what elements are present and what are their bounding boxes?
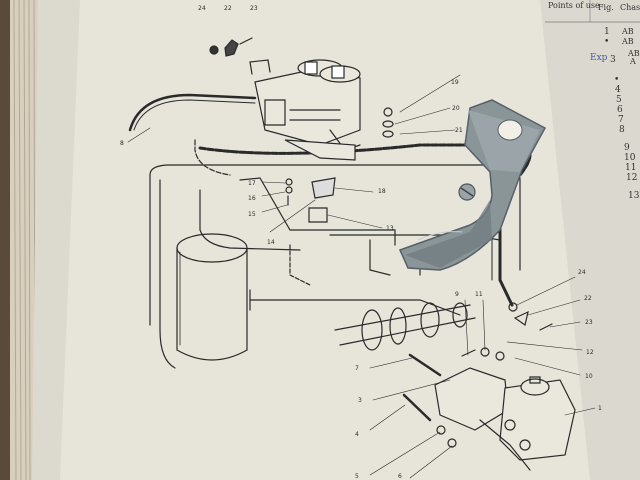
callout-11: 11 — [475, 291, 483, 298]
callout-14: 14 — [267, 239, 275, 246]
right-page: Points of use Fig. Chas — [540, 0, 640, 480]
callout-18: 18 — [378, 188, 386, 195]
entry-13: 13 — [628, 191, 640, 201]
prefix-4: A — [629, 57, 636, 66]
callout-16: 16 — [248, 195, 256, 202]
callout-13: 13 — [386, 225, 394, 232]
entry-exp: Exp — [590, 53, 608, 63]
callout-10: 10 — [585, 373, 593, 380]
callout-15: 15 — [248, 211, 256, 218]
callout-8: 8 — [120, 140, 124, 147]
right-column-numbers: 1 • Exp 3 • 4 5 6 7 8 9 10 11 12 13 — [590, 27, 640, 201]
entry-bullet-1: • — [604, 37, 609, 47]
callouts: 24 22 23 19 20 21 8 17 16 15 18 14 13 9 … — [120, 5, 602, 480]
entry-9: 9 — [624, 143, 630, 153]
prefix-2: AB — [621, 37, 634, 46]
prefix-1: AB — [621, 27, 634, 36]
callout-12: 12 — [586, 349, 594, 356]
callout-1: 1 — [598, 405, 602, 412]
entry-7: 7 — [618, 115, 624, 125]
entry-10: 10 — [624, 153, 636, 163]
callout-24-top: 24 — [198, 5, 206, 12]
callout-19: 19 — [451, 79, 459, 86]
header-fig: Fig. — [598, 3, 614, 12]
callout-20: 20 — [452, 105, 460, 112]
callout-23-top: 23 — [250, 5, 258, 12]
entry-4: 4 — [615, 85, 621, 95]
callout-21: 21 — [455, 127, 463, 134]
entry-1: 1 — [604, 27, 610, 37]
entry-6: 6 — [617, 105, 623, 115]
header-chas: Chas — [620, 3, 640, 12]
book-spine — [0, 0, 40, 480]
exploded-diagram — [127, 37, 596, 479]
callout-6: 6 — [398, 473, 402, 480]
callout-4: 4 — [355, 431, 359, 438]
entry-8: 8 — [619, 125, 625, 135]
entry-3: 3 — [610, 55, 616, 65]
right-column-prefixes: AB AB AB A — [621, 27, 640, 66]
catalog-page — [32, 0, 600, 480]
entry-bullet-2: • — [614, 75, 619, 85]
entry-5: 5 — [616, 95, 622, 105]
callout-24-bottom: 24 — [578, 269, 586, 276]
metal-bracket — [398, 99, 547, 271]
entry-11: 11 — [625, 163, 636, 173]
callout-22-top: 22 — [224, 5, 232, 12]
callout-17: 17 — [248, 180, 256, 187]
callout-9: 9 — [455, 291, 459, 298]
callout-3: 3 — [358, 397, 362, 404]
callout-5: 5 — [355, 473, 359, 480]
callout-7: 7 — [355, 365, 359, 372]
prefix-3: AB — [627, 49, 640, 58]
entry-12: 12 — [626, 173, 637, 183]
callout-22-bottom: 22 — [584, 295, 592, 302]
callout-23-bottom: 23 — [585, 319, 593, 326]
header-points-of-use: Points of use — [548, 1, 600, 10]
